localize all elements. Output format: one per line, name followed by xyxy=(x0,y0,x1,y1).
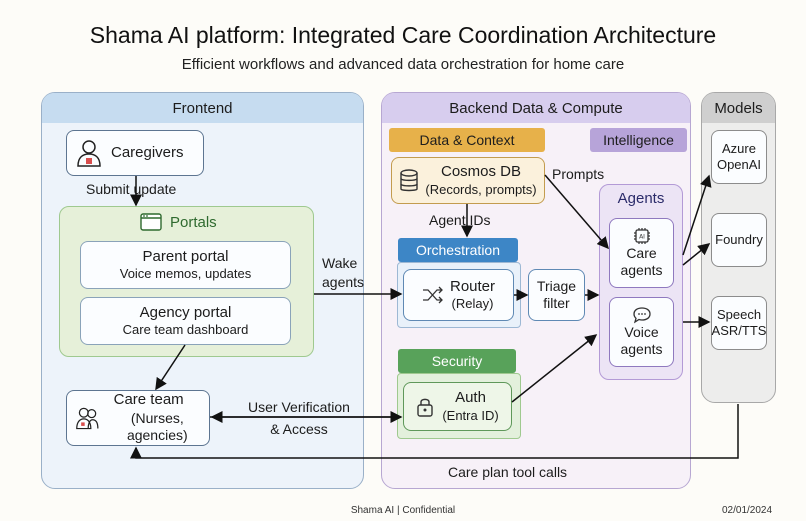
triage-filter-box: Triage filter xyxy=(528,269,585,321)
chat-bubble-icon xyxy=(632,307,651,324)
lock-icon xyxy=(417,398,434,417)
parent-portal-title: Parent portal xyxy=(142,248,229,266)
prompts-label: Prompts xyxy=(552,166,605,182)
router-title: Router xyxy=(449,277,496,295)
foundry-label: Foundry xyxy=(715,232,763,248)
care-team-title: Care team xyxy=(113,391,184,409)
caregiver-icon xyxy=(77,140,101,167)
care-team-icon xyxy=(76,407,99,430)
azure-line1: Azure xyxy=(722,141,756,157)
azure-line2: OpenAI xyxy=(716,157,762,172)
agency-portal-title: Agency portal xyxy=(139,304,232,322)
frontend-header: Frontend xyxy=(42,93,363,123)
caregivers-box: Caregivers xyxy=(66,130,204,176)
router-box: Router (Relay) xyxy=(403,269,514,321)
diagram-title: Shama AI platform: Integrated Care Coord… xyxy=(89,22,717,48)
auth-title: Auth xyxy=(455,389,486,406)
triage-line2: filter xyxy=(543,295,570,311)
agent-ids-label: Agent IDs xyxy=(429,212,491,228)
cosmos-db-desc: (Records, prompts) xyxy=(425,181,537,197)
agents-title: Agents xyxy=(617,190,665,207)
care-plan-label: Care plan tool calls xyxy=(448,464,568,480)
voice-agents-line2: agents xyxy=(620,341,663,357)
models-header: Models xyxy=(702,93,775,123)
uv-line1: User Verification xyxy=(248,399,350,415)
shuffle-icon xyxy=(422,286,443,304)
parent-portal-desc: Voice memos, updates xyxy=(119,266,252,282)
speech-box: Speech ASR/TTS xyxy=(711,296,767,350)
speech-line1: Speech xyxy=(716,307,762,323)
cosmos-db-title: Cosmos DB xyxy=(440,163,522,180)
care-agents-box: AI Care agents xyxy=(609,218,674,288)
wake-agents-label: Wake agents xyxy=(322,254,364,292)
auth-desc: (Entra ID) xyxy=(442,407,499,423)
voice-agents-box: Voice agents xyxy=(609,297,674,367)
diagram-subtitle: Efficient workflows and advanced data or… xyxy=(181,56,625,73)
wake-line2: agents xyxy=(322,273,365,290)
auth-box: Auth (Entra ID) xyxy=(403,382,512,431)
triage-line1: Triage xyxy=(536,278,577,295)
agency-portal-desc: Care team dashboard xyxy=(122,322,249,338)
caregivers-label: Caregivers xyxy=(111,144,184,161)
security-tag: Security xyxy=(398,349,516,373)
foundry-box: Foundry xyxy=(711,213,767,267)
cosmos-db-box: Cosmos DB (Records, prompts) xyxy=(391,157,545,204)
care-team-box: Care team (Nurses, agencies) xyxy=(66,390,210,446)
agency-portal-box[interactable]: Agency portal Care team dashboard xyxy=(80,297,291,345)
footer-center: Shama AI | Confidential xyxy=(350,505,456,516)
portals-title: Portals xyxy=(170,213,217,231)
footer-date: 02/01/2024 xyxy=(722,505,773,516)
azure-openai-box: Azure OpenAI xyxy=(711,130,767,184)
portal-window-icon xyxy=(140,213,162,231)
svg-text:AI: AI xyxy=(639,234,645,241)
database-icon xyxy=(400,168,419,191)
care-team-desc: (Nurses, agencies) xyxy=(126,409,188,444)
care-agents-line2: agents xyxy=(620,262,663,278)
speech-line2: ASR/TTS xyxy=(711,323,767,338)
wake-line1: Wake xyxy=(322,255,358,271)
backend-header: Backend Data & Compute xyxy=(382,93,690,123)
parent-portal-box[interactable]: Parent portal Voice memos, updates xyxy=(80,241,291,289)
intelligence-tag: Intelligence xyxy=(590,128,687,152)
uv-line2: & Access xyxy=(270,420,328,437)
user-verification-label: User Verification & Access xyxy=(235,397,363,440)
data-context-tag: Data & Context xyxy=(389,128,545,152)
router-desc: (Relay) xyxy=(451,296,494,312)
care-agents-line1: Care xyxy=(626,245,657,262)
orchestration-tag: Orchestration xyxy=(398,238,518,262)
voice-agents-line1: Voice xyxy=(624,324,659,341)
portals-heading: Portals xyxy=(140,213,217,231)
submit-update-label: Submit update xyxy=(86,181,177,197)
ai-chip-icon: AI xyxy=(633,228,650,245)
